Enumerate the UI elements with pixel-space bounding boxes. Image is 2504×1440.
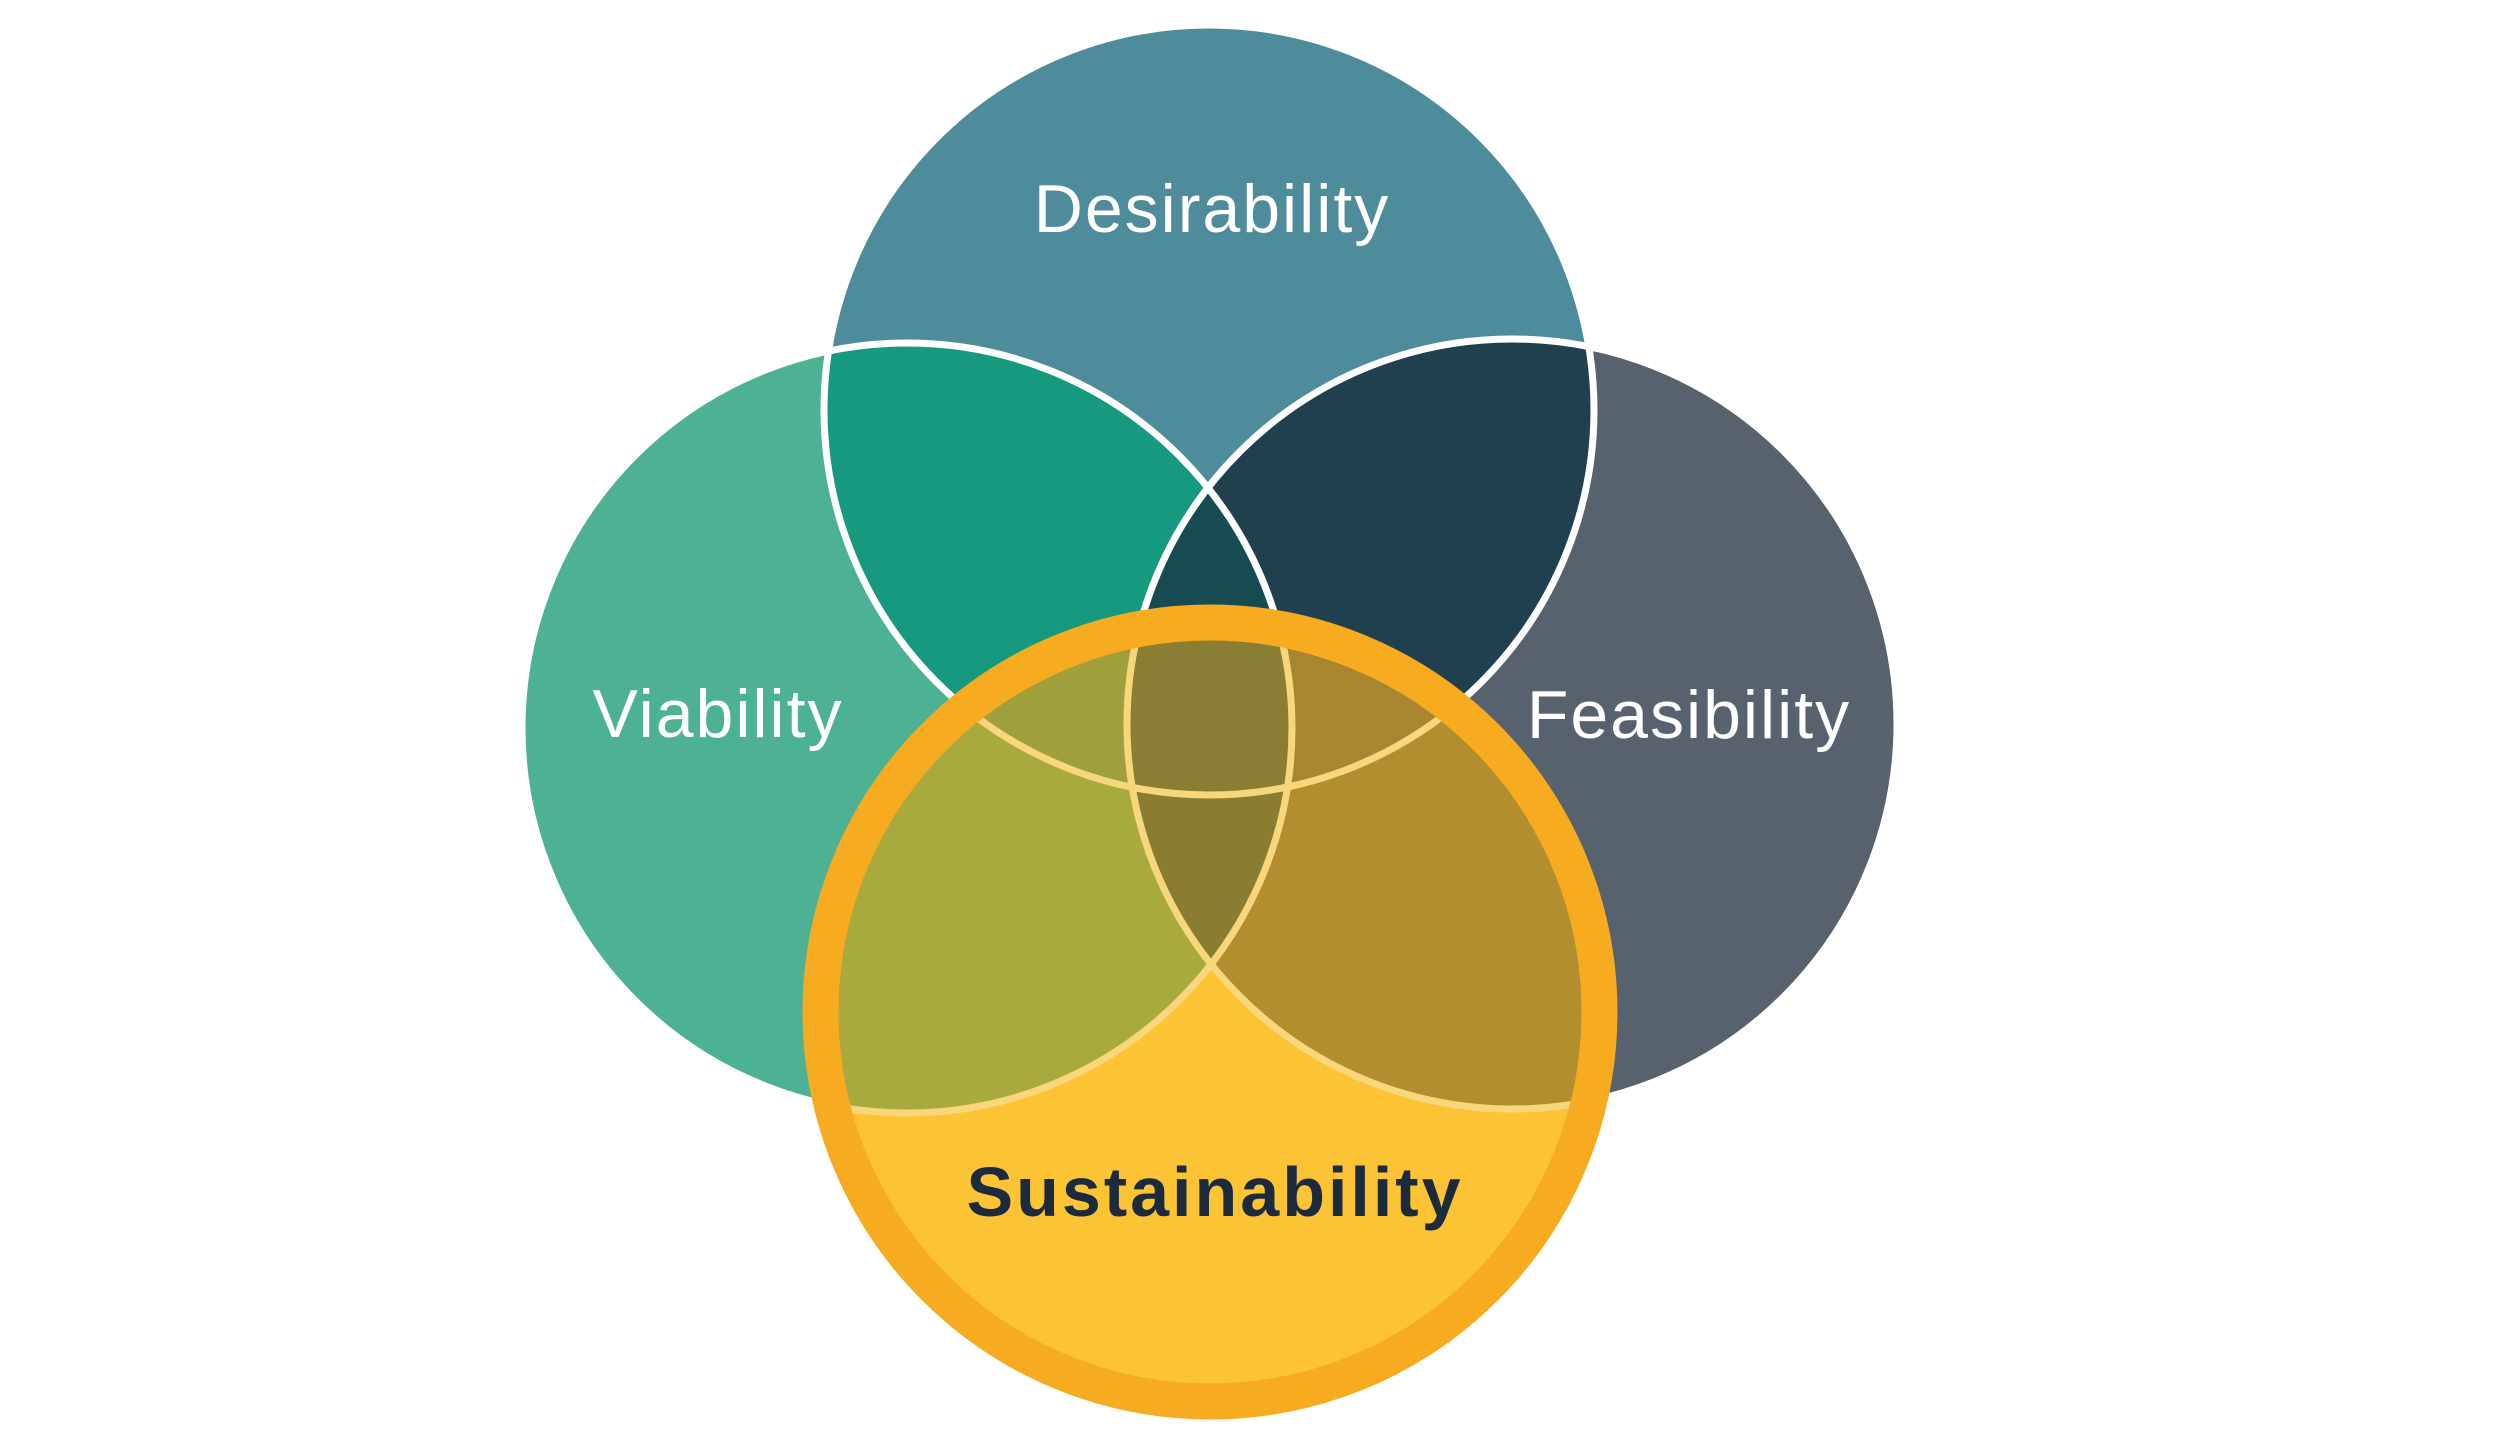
feasibility-label: Feasibility: [1527, 677, 1851, 753]
sustainability-ring: [802, 604, 1618, 1420]
viability-label: Viability: [592, 676, 843, 752]
desirability-border-under: [820, 622, 1598, 799]
desirability-label: Desirability: [1034, 171, 1391, 247]
viability-border-under: [820, 622, 1296, 1117]
sustainability-label: Sustainability: [966, 1153, 1463, 1231]
feasibility-border-under: [1123, 622, 1600, 1113]
